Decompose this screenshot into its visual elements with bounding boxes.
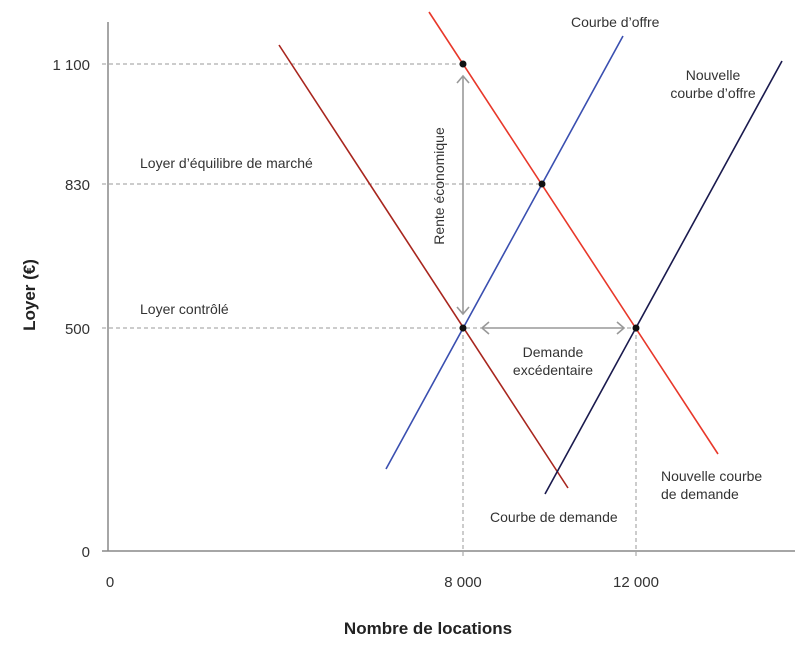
y-tick-label-830: 830 bbox=[65, 177, 90, 194]
x-tick-label-0: 0 bbox=[106, 574, 114, 591]
y-tick-label-1100: 1 100 bbox=[52, 57, 90, 74]
new-demand-label-line1: Nouvelle courbe bbox=[661, 468, 762, 484]
new-supply-label-line1: Nouvelle bbox=[686, 67, 741, 83]
x-axis-title: Nombre de locations bbox=[344, 619, 512, 638]
x-tick-label-8000: 8 000 bbox=[444, 574, 482, 591]
economic-rent-arrow bbox=[456, 74, 470, 316]
new-supply-label-line2: courbe d’offre bbox=[670, 85, 756, 101]
excess-demand-arrow bbox=[480, 321, 626, 335]
supply-curve bbox=[385, 35, 624, 470]
new-demand-label-line2: de demande bbox=[661, 486, 739, 502]
point-equilibrium bbox=[538, 180, 546, 188]
point-controlled-supply bbox=[459, 324, 467, 332]
y-tick-label-500: 500 bbox=[65, 321, 90, 338]
axes bbox=[102, 22, 795, 552]
y-tick-label-0: 0 bbox=[82, 544, 90, 561]
y-axis-title: Loyer (€) bbox=[20, 259, 39, 331]
new-demand-curve bbox=[428, 11, 719, 455]
demand-curve bbox=[278, 44, 569, 489]
point-controlled-demand bbox=[632, 324, 640, 332]
point-1100 bbox=[459, 60, 467, 68]
excess-demand-label-line2: excédentaire bbox=[513, 362, 593, 378]
new-supply-curve bbox=[544, 60, 783, 495]
demand-curve-label: Courbe de demande bbox=[490, 509, 618, 525]
x-tick-label-12000: 12 000 bbox=[613, 574, 659, 591]
excess-demand-label-line1: Demande bbox=[523, 344, 584, 360]
supply-curve-label: Courbe d’offre bbox=[571, 14, 660, 30]
controlled-rent-label: Loyer contrôlé bbox=[140, 301, 229, 317]
economic-rent-label: Rente économique bbox=[431, 127, 447, 245]
market-rent-label: Loyer d’équilibre de marché bbox=[140, 155, 313, 171]
points bbox=[459, 60, 640, 332]
